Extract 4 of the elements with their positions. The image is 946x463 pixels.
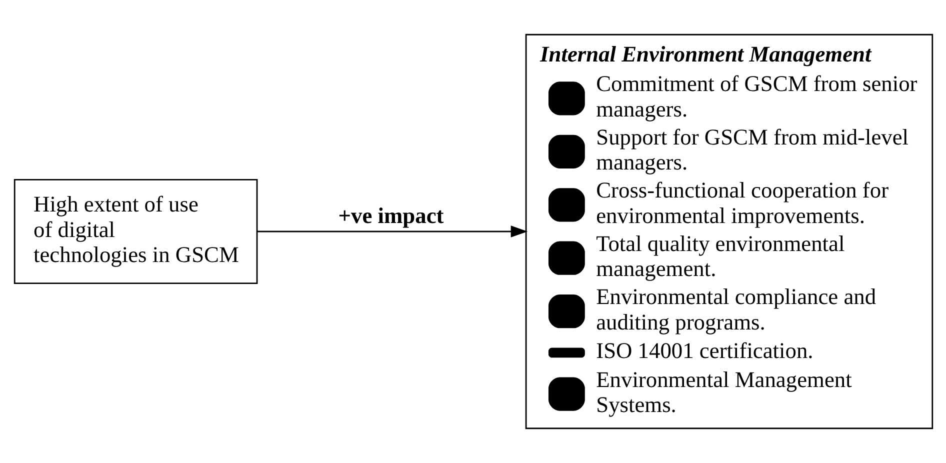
edge-label: +ve impact bbox=[338, 202, 444, 228]
node-box: Internal Environment Management Commitment of GSCM from senior managers. Support for GSCM from mid-level managers. Cross-functional cooperation for environmental improvements. Total quality environmental management. Environmental compliance and auditing programs. ISO 14001 certification. Environmental Management Systems. bbox=[524, 34, 933, 430]
arrow bbox=[256, 226, 528, 238]
node-box: High extent of use of digital technologies in GSCM bbox=[13, 178, 258, 284]
